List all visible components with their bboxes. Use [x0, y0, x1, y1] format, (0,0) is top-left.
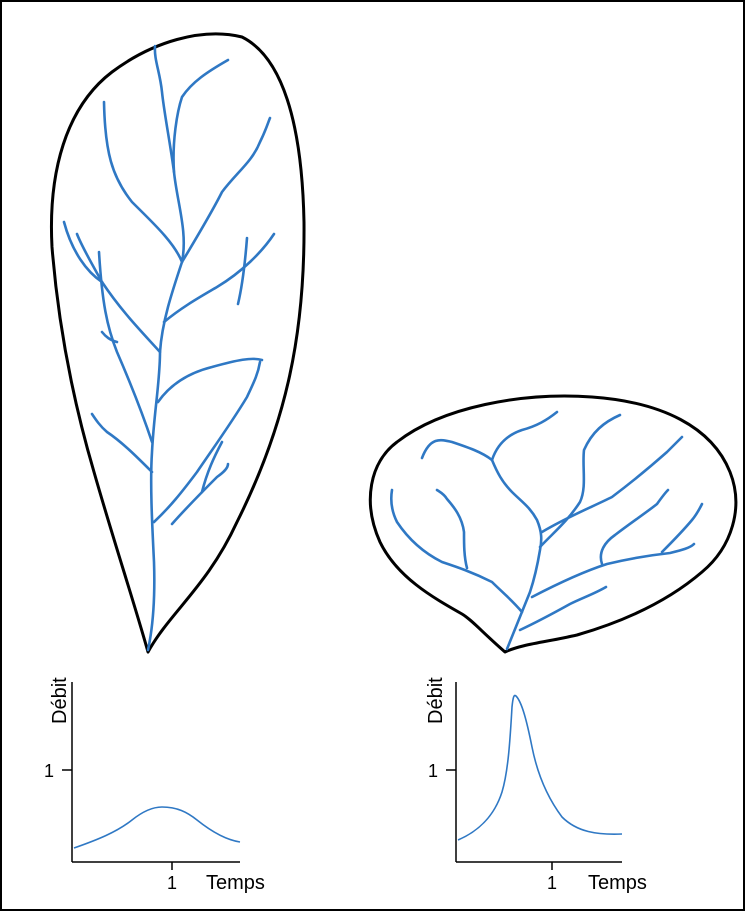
elongated-main-channel — [146, 58, 230, 652]
round-main-channel — [490, 458, 543, 651]
round-hydrograph-curve — [457, 694, 623, 841]
elongated-basin-outline — [49, 32, 306, 654]
round-hydrograph: Débit 1 1 Temps — [425, 677, 647, 894]
round-top-tributary — [490, 410, 559, 462]
elongated-right-lower-tributary — [156, 357, 264, 404]
round-hydrograph-y-label: Débit — [425, 677, 447, 724]
elongated-right-mid-twig — [236, 236, 249, 306]
elongated-hydrograph: Débit 1 1 Temps — [44, 677, 265, 894]
elongated-left-lower-tributary — [97, 250, 154, 444]
round-hydrograph-y-tick-label: 1 — [428, 761, 438, 781]
elongated-left-bottom-tributary — [90, 412, 154, 474]
elongated-basin-river-network — [62, 44, 276, 652]
round-lower-tributary — [518, 585, 608, 632]
round-upper-left-tributary — [420, 438, 494, 462]
round-left-tributary — [389, 488, 524, 614]
elongated-hydrograph-x-tick-label: 1 — [167, 873, 177, 893]
round-right-tributary — [530, 542, 696, 599]
round-basin — [368, 394, 738, 654]
round-center-right-branch — [540, 435, 684, 534]
elongated-hydrograph-y-label: Débit — [49, 677, 71, 724]
elongated-left-upper-tributary — [102, 100, 184, 264]
elongated-left-lower-twig — [100, 330, 119, 344]
elongated-right-mid-tributary — [162, 232, 276, 324]
round-basin-river-network — [389, 410, 704, 651]
elongated-left-mid-twig — [62, 220, 104, 284]
round-basin-outline — [368, 394, 738, 654]
elongated-hydrograph-x-label: Temps — [206, 872, 265, 894]
round-right-twig — [599, 488, 670, 566]
elongated-right-upper-tributary — [180, 116, 272, 264]
elongated-basin — [49, 32, 306, 654]
elongated-hydrograph-y-tick-label: 1 — [44, 761, 54, 781]
elongated-right-bottom-twig-2 — [200, 440, 224, 494]
elongated-top-tributary — [153, 44, 176, 174]
round-hydrograph-x-tick-label: 1 — [547, 873, 557, 893]
elongated-right-bottom-tributary — [152, 360, 262, 524]
elongated-left-mid-tributary — [75, 232, 162, 354]
round-right-twig-2 — [660, 502, 704, 554]
elongated-right-bottom-twig — [170, 462, 230, 526]
round-left-secondary — [435, 488, 469, 570]
round-hydrograph-x-label: Temps — [588, 872, 647, 894]
elongated-hydrograph-curve — [73, 806, 241, 849]
round-center-right-tributary — [538, 413, 622, 549]
